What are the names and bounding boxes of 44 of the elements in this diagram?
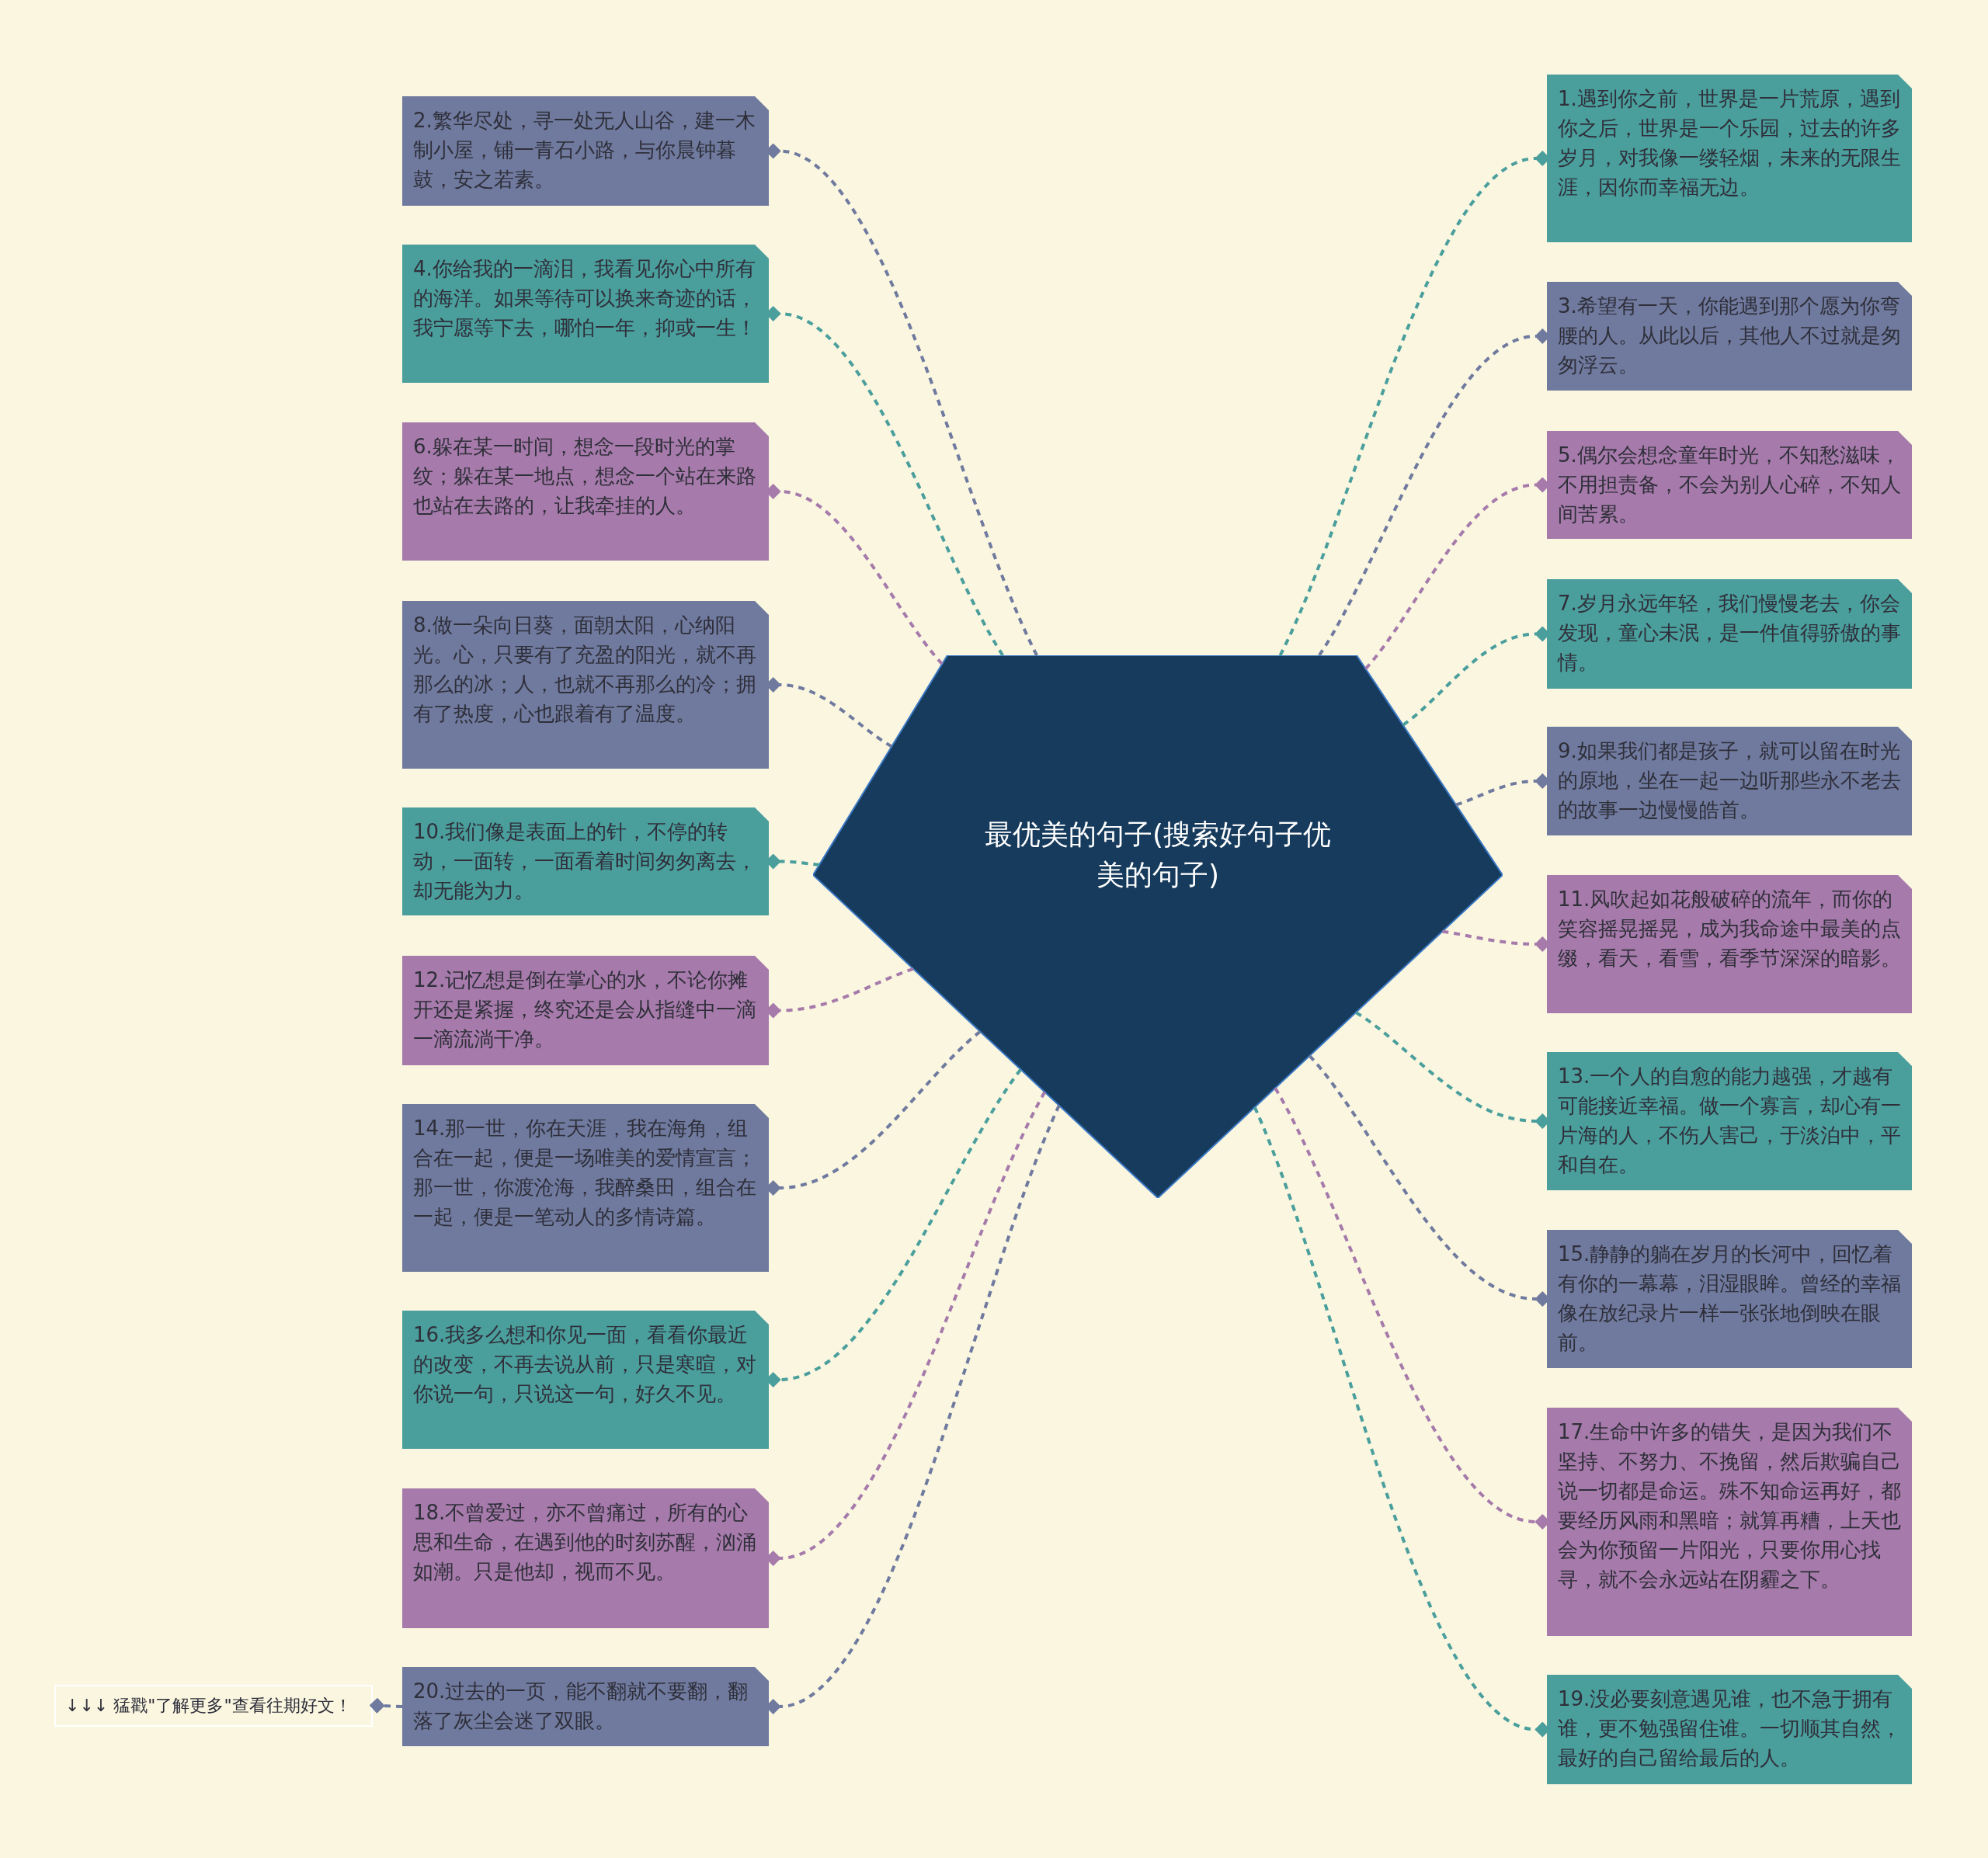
note-box [54, 1685, 373, 1727]
quote-text: 17.生命中许多的错失，是因为我们不坚持、不努力、不挽留，然后欺骗自己说一切都是命运。殊不知命运再好，都要经历风雨和黑暗；就算再糟，上天也会为你预留一片阳光，只要你用心找寻，就不会永远站在阴霾之下。 [1558, 1419, 1901, 1592]
quote-card [1547, 282, 1912, 391]
quote-card [1547, 1230, 1912, 1368]
quote-text: 16.我多么想和你见一面，看看你最近的改变，不再去说从前，只是寒暄，对你说一句，只说这一句，好久不见。 [413, 1322, 757, 1407]
quote-card [402, 245, 769, 383]
quote-card [1547, 579, 1912, 689]
quote-text: 20.过去的一页，能不翻就不要翻，翻落了灰尘会迷了双眼。 [413, 1679, 749, 1734]
quote-card [1547, 1408, 1912, 1636]
quote-card [402, 1488, 769, 1628]
quote-text: 15.静静的躺在岁月的长河中，回忆着有你的一幕幕，泪湿眼眸。曾经的幸福像在放纪录片一样一张张地倒映在眼前。 [1558, 1242, 1901, 1356]
quote-card [402, 956, 769, 1065]
quote-card [402, 96, 769, 206]
quote-text: 18.不曾爱过，亦不曾痛过，所有的心思和生命，在遇到他的时刻苏醒，汹涌如潮。只是他却，视而不见。 [413, 1500, 757, 1585]
quote-card [402, 1104, 769, 1272]
quote-text: 6.躲在某一时间，想念一段时光的掌纹；躲在某一地点，想念一个站在来路也站在去路的，让我牵挂的人。 [413, 434, 757, 519]
quote-card [1547, 1675, 1912, 1784]
quote-card [402, 1667, 769, 1746]
quote-text: 13.一个人的自愈的能力越强，才越有可能接近幸福。做一个寡言，却心有一片海的人，不伤人害己，于淡泊中，平和自在。 [1558, 1064, 1901, 1178]
quote-text: 7.岁月永远年轻，我们慢慢老去，你会发现，童心未泯，是一件值得骄傲的事情。 [1558, 591, 1901, 675]
quote-card [402, 422, 769, 561]
quote-text: 14.那一世，你在天涯，我在海角，组合在一起，便是一场唯美的爱情宣言；那一世，你渡沧海，我醉桑田，组合在一起，便是一笔动人的多情诗篇。 [413, 1116, 757, 1230]
quote-text: 12.记忆想是倒在掌心的水，不论你摊开还是紧握，终究还是会从指缝中一滴一滴流淌干净。 [413, 967, 757, 1052]
quote-text: 5.偶尔会想念童年时光，不知愁滋味，不用担责备，不会为别人心碎，不知人间苦累。 [1558, 443, 1901, 527]
quote-card [1547, 727, 1912, 835]
quote-card [402, 807, 769, 915]
quote-card [1547, 431, 1912, 539]
quote-card [1547, 75, 1912, 242]
quote-text: 1.遇到你之前，世界是一片荒原，遇到你之后，世界是一个乐园，过去的许多岁月，对我像一缕轻烟，未来的无限生涯，因你而幸福无边。 [1558, 86, 1901, 200]
quote-text: 8.做一朵向日葵，面朝太阳，心纳阳光。心，只要有了充盈的阳光，就不再那么的冰；人，也就不再那么的冷；拥有了热度，心也跟着有了温度。 [413, 613, 757, 727]
central-topic: 最优美的句子(搜索好句子优美的句子) [983, 818, 1332, 892]
quote-card [1547, 875, 1912, 1013]
quote-text: 4.你给我的一滴泪，我看见你心中所有的海洋。如果等待可以换来奇迹的话，我宁愿等下去，哪怕一年，抑或一生！ [413, 256, 757, 341]
quote-card [402, 1311, 769, 1449]
quote-card [402, 601, 769, 769]
note-text: ↓↓↓ 猛戳"了解更多"查看往期好文！ [65, 1695, 352, 1717]
quote-text: 2.繁华尽处，寻一处无人山谷，建一木制小屋，铺一青石小路，与你晨钟暮鼓，安之若素。 [413, 108, 756, 193]
quote-text: 11.风吹起如花般破碎的流年，而你的笑容摇晃摇晃，成为我命途中最美的点缀，看天，看雪，看季节深深的暗影。 [1558, 887, 1901, 971]
quote-text: 10.我们像是表面上的针，不停的转动，一面转，一面看着时间匆匆离去，却无能为力。 [413, 819, 757, 904]
quote-text: 19.没必要刻意遇见谁，也不急于拥有谁，更不勉强留住谁。一切顺其自然，最好的自己留给最后的人。 [1558, 1686, 1901, 1771]
dashed-connector [369, 1697, 403, 1714]
quote-text: 3.希望有一天，你能遇到那个愿为你弯腰的人。从此以后，其他人不过就是匆匆浮云。 [1558, 293, 1901, 378]
quote-text: 9.如果我们都是孩子，就可以留在时光的原地，坐在一起一边听那些永不老去的故事一边慢慢皓首。 [1558, 738, 1901, 823]
quote-card [1547, 1052, 1912, 1190]
